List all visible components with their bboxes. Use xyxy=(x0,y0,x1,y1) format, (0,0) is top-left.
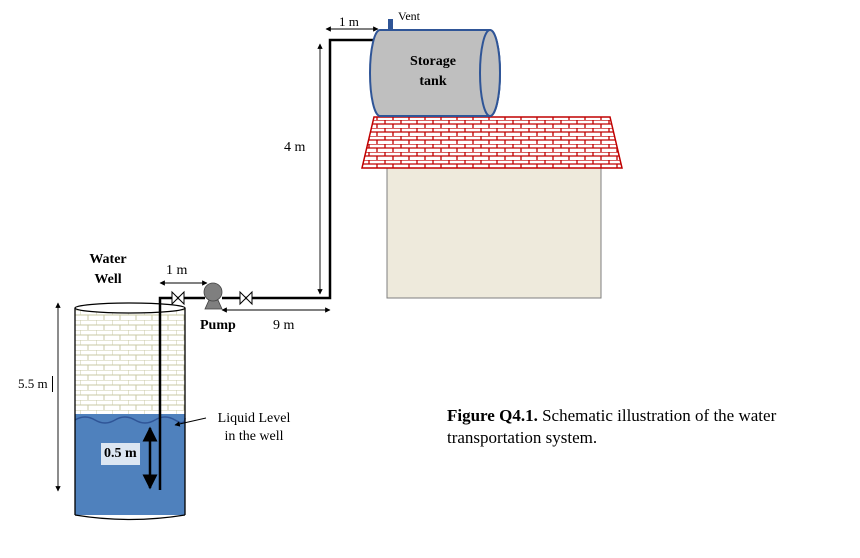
liquid-level-label-line2: in the well xyxy=(224,429,284,444)
storage-tank xyxy=(369,19,501,117)
well-bottom xyxy=(74,514,186,521)
dimension-lines xyxy=(55,26,379,492)
tank-end-cap xyxy=(479,29,501,117)
piping xyxy=(158,38,378,490)
vent-label: Vent xyxy=(398,9,420,23)
water-well-label-line1: Water xyxy=(89,252,127,267)
vent-pipe xyxy=(388,19,393,31)
valve-suction xyxy=(171,290,185,306)
figure-caption-text: Schematic illustration of the water tran… xyxy=(447,406,777,447)
dim-9m-label: 9 m xyxy=(273,318,295,333)
water-surface xyxy=(74,416,186,424)
water-well xyxy=(74,302,186,521)
storage-tank-label: Storage tank xyxy=(397,52,469,92)
water-well-label: Water Well xyxy=(80,250,136,290)
water-well-label-line2: Well xyxy=(94,272,122,287)
depth-0-5m-label: 0.5 m xyxy=(101,443,140,465)
dim-5-5m-label: 5.5 m xyxy=(18,376,53,392)
valve-discharge xyxy=(239,290,253,306)
dim-well-1m-label: 1 m xyxy=(166,263,188,278)
house-roof xyxy=(361,116,623,169)
pump-base xyxy=(204,299,223,310)
well-rim xyxy=(74,302,186,314)
discharge-pipe xyxy=(222,38,378,300)
well-brick-wall xyxy=(75,308,185,414)
pump-label: Pump xyxy=(200,318,236,333)
dim-top-1m-label: 1 m xyxy=(339,14,359,29)
liquid-level-label-line1: Liquid Level xyxy=(217,411,291,426)
house-wall xyxy=(386,167,602,299)
figure-caption-label: Figure Q4.1. xyxy=(447,406,538,425)
house xyxy=(361,116,623,299)
liquid-level-label: Liquid Level in the well xyxy=(208,410,300,446)
storage-tank-label-line1: Storage xyxy=(410,54,456,69)
pump-body xyxy=(203,282,223,302)
suction-pipe xyxy=(158,296,205,490)
dim-4m-label: 4 m xyxy=(284,140,306,155)
liquid-level-arrow xyxy=(174,417,207,427)
figure-caption: Figure Q4.1. Schematic illustration of t… xyxy=(447,405,777,449)
pump xyxy=(203,282,223,310)
storage-tank-label-line2: tank xyxy=(419,74,447,89)
